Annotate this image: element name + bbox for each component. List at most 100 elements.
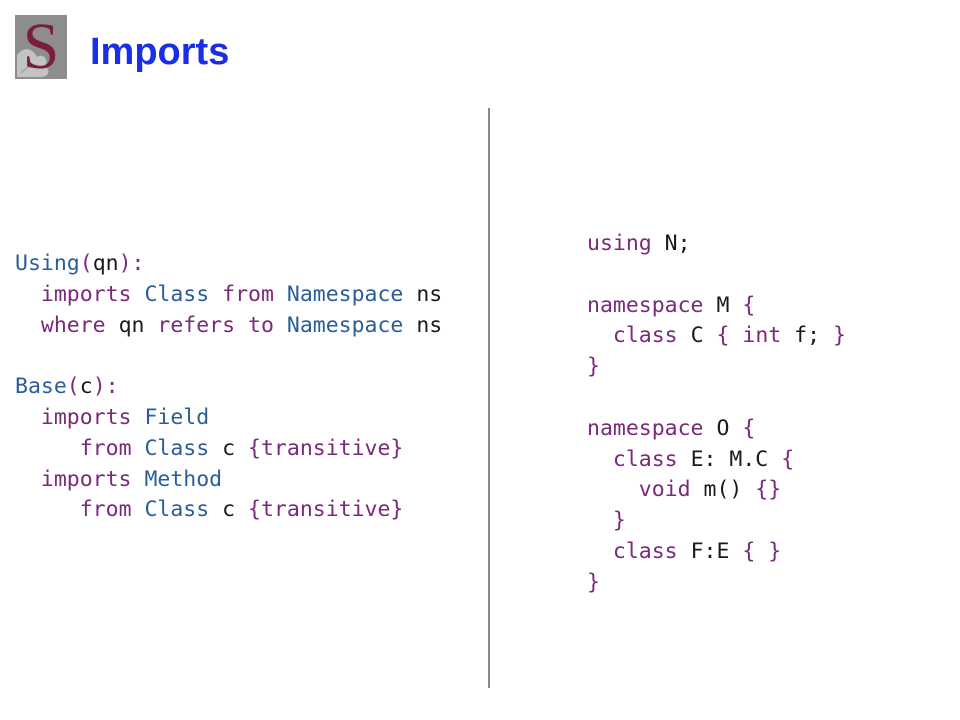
code-line: imports Field (15, 403, 442, 434)
code-token: Namespace (286, 281, 404, 307)
code-token: Base (15, 374, 67, 400)
code-line: where qn refers to Namespace ns (15, 311, 442, 342)
code-token: { (716, 323, 730, 349)
code-token: qn (92, 251, 119, 276)
code-token (15, 436, 80, 461)
code-token (755, 539, 768, 564)
university-logo: S (15, 15, 67, 79)
code-line: Using(qn): (15, 249, 442, 280)
code-line: class F:E { } (587, 537, 846, 568)
code-token: class (612, 538, 678, 564)
code-token (209, 282, 222, 307)
code-token: qn (105, 312, 158, 338)
code-token (587, 323, 613, 348)
code-token (132, 405, 145, 430)
code-token: } (587, 569, 600, 595)
code-token: ns (403, 312, 443, 338)
code-line: namespace O { (587, 414, 846, 445)
code-line: class E: M.C { (587, 445, 846, 476)
code-token (15, 497, 80, 522)
code-token: namespace (587, 292, 704, 318)
code-token: } (587, 354, 600, 380)
code-token (274, 313, 287, 338)
oak-leaf-icon (17, 49, 49, 77)
code-token: ( (79, 251, 93, 276)
code-line: } (587, 352, 846, 383)
code-token (15, 405, 41, 430)
code-token: ns (403, 281, 443, 307)
code-token: { (742, 538, 756, 564)
code-token: ): (92, 374, 119, 400)
code-token: using (587, 231, 652, 256)
code-token: Class (144, 497, 210, 523)
left-code-block: Using(qn): imports Class from Namespace … (15, 249, 442, 526)
code-token (132, 282, 145, 307)
code-token: Class (144, 435, 210, 461)
code-token: Using (15, 251, 80, 276)
code-line (587, 383, 846, 414)
code-line: imports Method (15, 465, 442, 496)
code-token: c (209, 435, 249, 461)
code-token: M (703, 292, 743, 318)
page-title: Imports (90, 31, 230, 73)
code-token: } (612, 508, 626, 534)
code-token: Method (144, 466, 223, 492)
code-token: from (222, 281, 274, 307)
code-token (587, 539, 613, 564)
code-line (587, 260, 846, 291)
code-token: F:E (677, 538, 743, 564)
code-token: c (79, 374, 93, 400)
code-token: m() (690, 477, 756, 503)
code-token (235, 313, 248, 338)
logo-letter: S (22, 15, 60, 79)
code-line: using N; (587, 229, 846, 260)
code-line: } (587, 568, 846, 599)
code-token: N; (651, 231, 691, 256)
code-token: refers (157, 312, 236, 338)
code-token (15, 467, 41, 492)
code-token: to (248, 312, 274, 338)
code-token: from (79, 435, 132, 461)
code-line: void m() {} (587, 475, 846, 506)
code-token: { (742, 415, 756, 441)
code-token: imports (40, 281, 132, 307)
code-line: Base(c): (15, 372, 442, 403)
code-token: C (677, 323, 717, 349)
code-token: ): (118, 251, 145, 276)
code-token: int (742, 323, 782, 349)
code-token: Class (144, 281, 210, 307)
code-token: } (768, 538, 782, 564)
code-token (15, 313, 41, 338)
code-token: class (612, 323, 678, 349)
column-divider (488, 108, 490, 688)
code-line: namespace M { (587, 291, 846, 322)
code-line: } (587, 506, 846, 537)
code-token: imports (40, 466, 132, 492)
code-token (132, 497, 145, 522)
code-line: imports Class from Namespace ns (15, 280, 442, 311)
code-token: {transitive} (248, 435, 404, 461)
code-token: O (703, 415, 743, 441)
code-token: { (781, 446, 795, 472)
code-token (587, 447, 613, 472)
code-token: } (833, 323, 846, 349)
code-token (15, 282, 41, 307)
code-token: imports (40, 404, 132, 430)
code-token: ( (66, 374, 80, 400)
code-token: E: M.C (677, 446, 782, 472)
code-token: namespace (587, 415, 704, 441)
code-token: f; (781, 323, 833, 349)
code-token: {transitive} (248, 497, 404, 523)
code-token: from (79, 497, 132, 523)
code-token: class (612, 446, 678, 472)
code-token (729, 323, 742, 348)
code-line: class C { int f; } (587, 321, 846, 352)
code-token (274, 282, 287, 307)
code-token: { (742, 292, 756, 318)
code-token (587, 508, 613, 533)
code-token: void (638, 477, 691, 503)
code-line: from Class c {transitive} (15, 495, 442, 526)
code-token: {} (755, 477, 782, 503)
code-token: where (40, 312, 106, 338)
code-line (15, 341, 442, 372)
